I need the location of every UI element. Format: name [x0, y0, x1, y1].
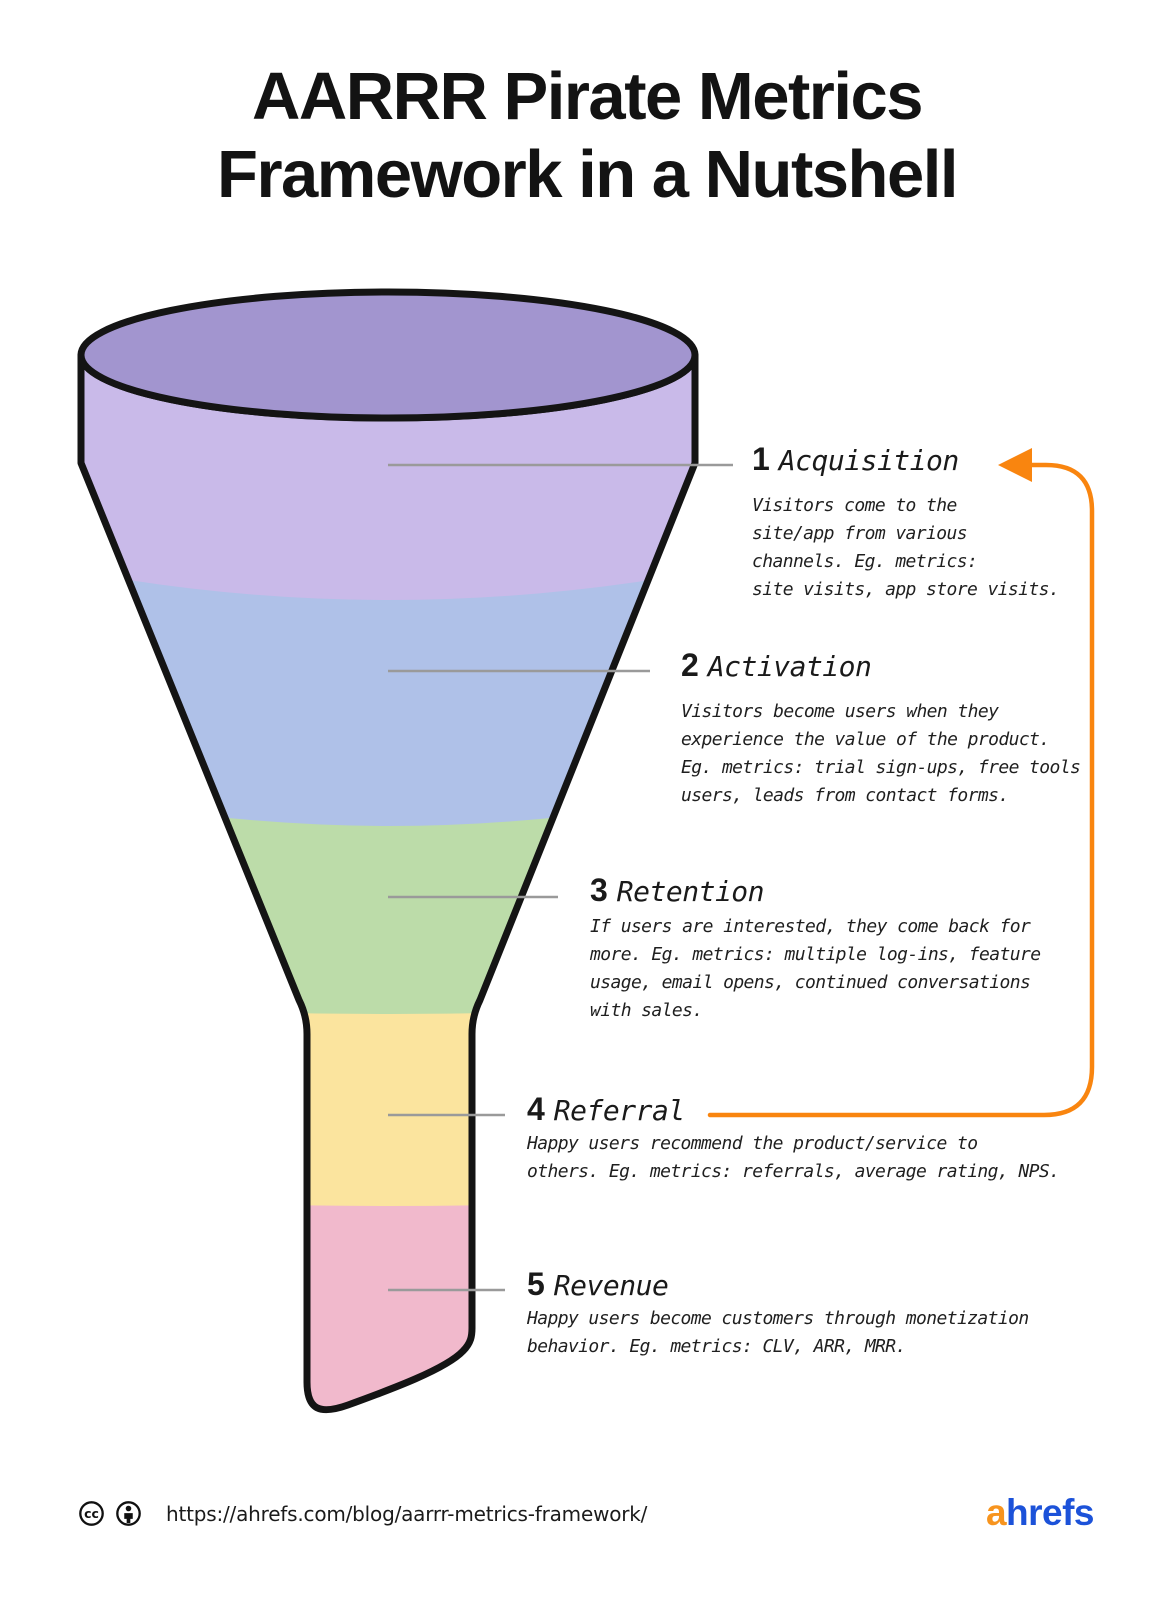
stage-retention-description: If users are interested, they come back … [590, 916, 1041, 1021]
stage-acquisition-description: Visitors come to the site/app from vario… [752, 495, 1060, 600]
stage-acquisition-number: 1 [752, 441, 770, 477]
leader-lines [388, 463, 733, 1292]
stage-retention-name: Retention [616, 875, 765, 908]
page-title: AARRR Pirate Metrics Framework in a Nuts… [0, 58, 1174, 213]
referral-to-acquisition-arrow [707, 462, 1095, 1118]
page-title-line2: Framework in a Nutshell [217, 136, 958, 212]
source-url: https://ahrefs.com/blog/aarrr-metrics-fr… [166, 1501, 648, 1526]
ahrefs-logo: ahrefs [985, 1492, 1095, 1534]
stage-referral-number: 4 [527, 1091, 545, 1127]
footer: cc https://ahrefs.com/blog/aarrr-metrics… [78, 1500, 647, 1527]
ahrefs-logo-hrefs: hrefs [1006, 1492, 1094, 1533]
stage-activation-description: Visitors become users when they experien… [681, 701, 1081, 806]
page-title-line1: AARRR Pirate Metrics [252, 59, 923, 134]
stage-referral: 4 Referral [527, 1091, 685, 1128]
stage-activation-heading: 2 Activation [681, 647, 872, 684]
stage-retention-number: 3 [590, 872, 608, 908]
stage-acquisition-name: Acquisition [778, 444, 959, 477]
stage-revenue-heading: 5 Revenue [527, 1266, 669, 1303]
stage-revenue: 5 Revenue [527, 1266, 669, 1303]
stage-referral-name: Referral [553, 1094, 685, 1127]
attribution-icon [116, 1501, 141, 1526]
stage-acquisition-heading: 1 Acquisition [752, 441, 959, 478]
funnel-bands [81, 355, 695, 1410]
stage-revenue-number: 5 [527, 1266, 545, 1302]
svg-text:cc: cc [84, 1506, 99, 1521]
stage-acquisition: 1 Acquisition [752, 441, 959, 478]
stage-referral-heading: 4 Referral [527, 1091, 685, 1128]
stage-revenue-name: Revenue [553, 1269, 669, 1302]
cc-icon: cc [79, 1501, 104, 1526]
funnel-top-opening [77, 288, 699, 422]
ahrefs-logo-a: a [985, 1492, 1007, 1533]
arrowhead-icon [998, 448, 1032, 482]
stage-activation: 2 Activation [681, 647, 872, 684]
funnel-band-acquisition [81, 355, 695, 600]
stage-retention: 3 Retention [590, 872, 765, 909]
stage-revenue-description: Happy users become customers through mon… [527, 1308, 1029, 1357]
stage-referral-description: Happy users recommend the product/servic… [527, 1133, 1060, 1182]
stage-activation-name: Activation [707, 650, 872, 683]
stage-activation-number: 2 [681, 647, 699, 683]
stage-retention-heading: 3 Retention [590, 872, 765, 909]
